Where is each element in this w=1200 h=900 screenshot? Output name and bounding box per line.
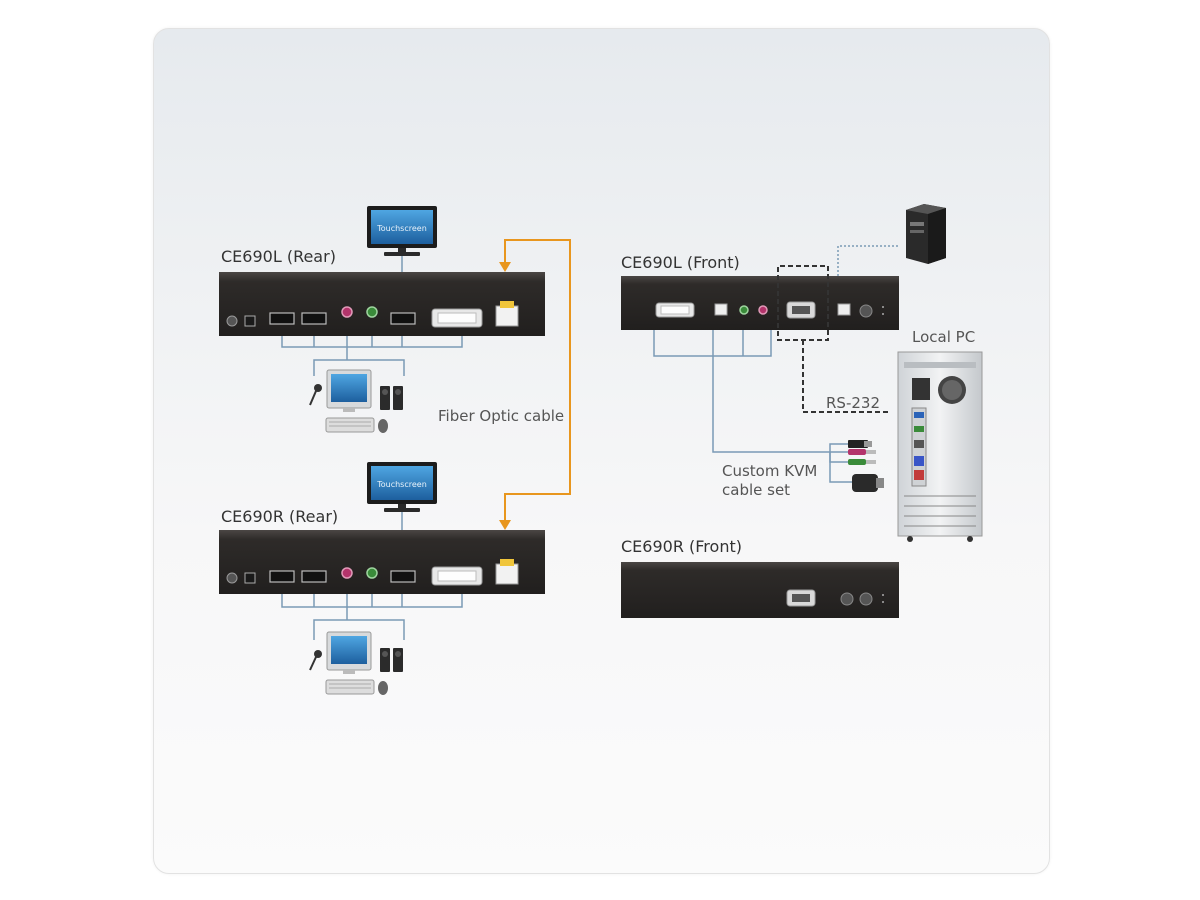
ce690l-front-title: CE690L (Front) xyxy=(621,253,740,272)
local-pc-label: Local PC xyxy=(912,328,975,346)
touchscreen-monitor-top: Touchscreen xyxy=(367,206,437,256)
touchscreen-bottom-label: Touchscreen xyxy=(376,480,427,489)
touchscreen-monitor-bottom: Touchscreen xyxy=(367,462,437,512)
ce690l-rear-peripherals xyxy=(309,369,403,433)
ce690r-rear-connectors xyxy=(281,594,463,640)
ce690r-rear-title: CE690R (Rear) xyxy=(221,507,338,526)
remote-pc-tower-icon xyxy=(906,204,946,264)
fiber-optic-label: Fiber Optic cable xyxy=(438,407,564,425)
ce690l-rear-title: CE690L (Rear) xyxy=(221,247,336,266)
local-pc-tower xyxy=(897,351,983,542)
kvm-cable-lines xyxy=(653,330,852,483)
ce690r-front-title: CE690R (Front) xyxy=(621,537,742,556)
ce690r-rear-device xyxy=(219,530,545,594)
ce690l-rear-connectors xyxy=(281,336,463,376)
rs232-label: RS-232 xyxy=(826,394,880,412)
touchscreen-top-label: Touchscreen xyxy=(376,224,427,233)
ce690l-front-device xyxy=(621,276,899,330)
ce690r-rear-peripherals xyxy=(309,631,403,695)
kvm-cable-connectors xyxy=(848,440,884,492)
kvm-cable-label-line1: Custom KVM xyxy=(722,462,817,480)
rs232-dashed-line xyxy=(777,265,888,413)
ce690l-rear-device xyxy=(219,272,545,336)
ce690r-front-device xyxy=(621,562,899,618)
kvm-cable-label-line2: cable set xyxy=(722,481,790,499)
fiber-optic-cable xyxy=(499,239,571,530)
dotted-link-line xyxy=(837,245,898,276)
